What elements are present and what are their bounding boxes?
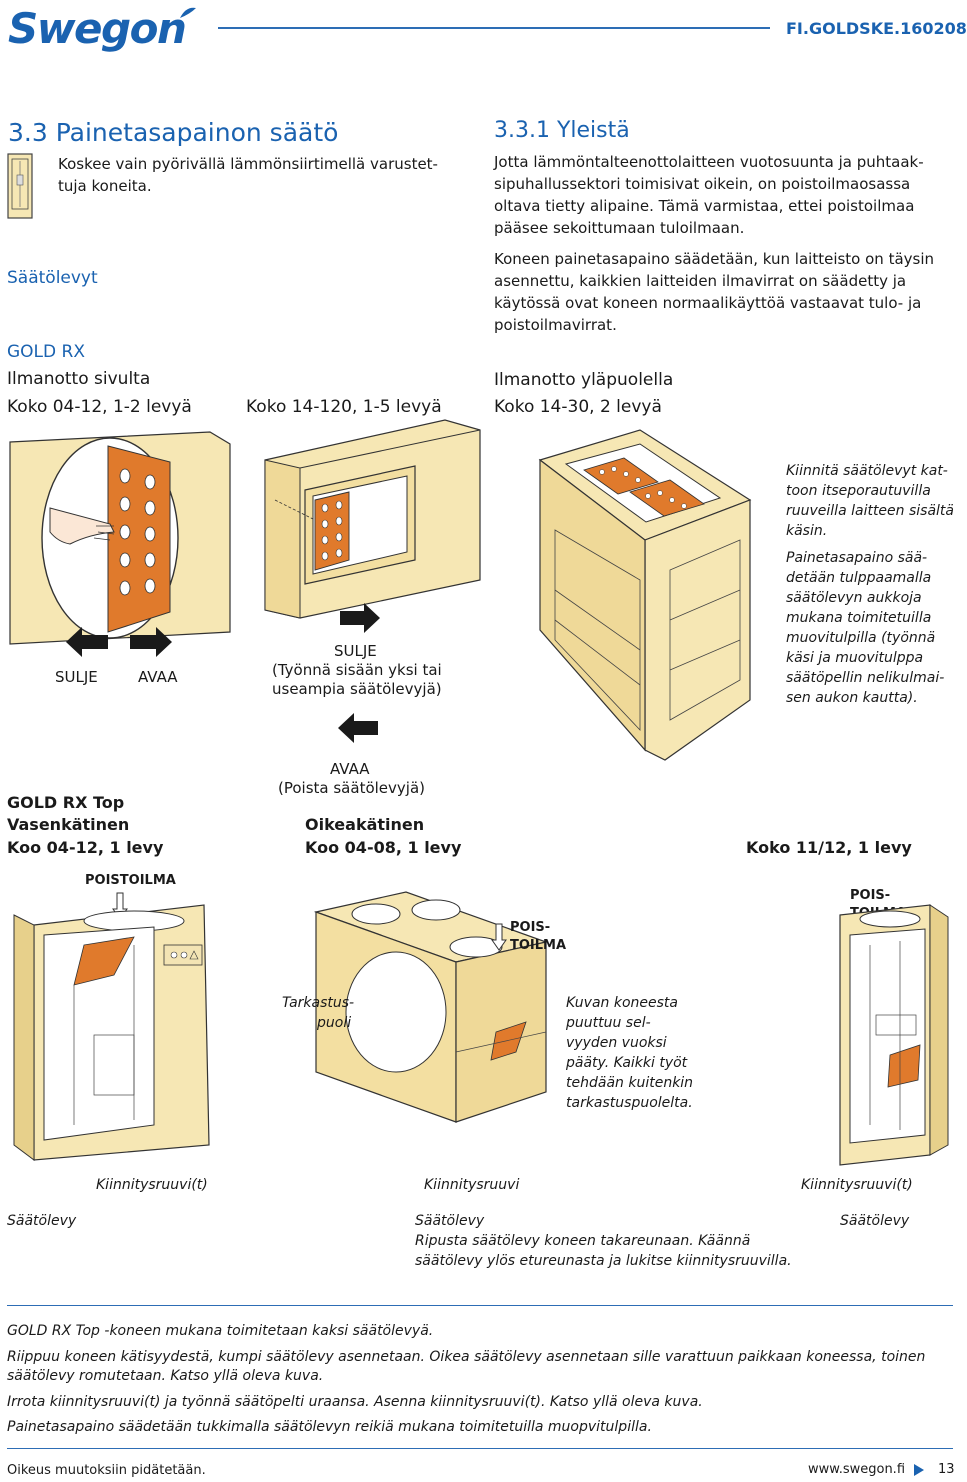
figure-gold-rx-top-left — [13, 904, 210, 1161]
para2-line2: asennettu, kaikkien laitteiden ilmavirra… — [494, 272, 907, 290]
koko-14-30-label: Koko 14-30, 2 levyä — [494, 397, 662, 417]
ilmanotto-ylapuolella-label: Ilmanotto yläpuolella — [494, 370, 674, 390]
right-note2-line1: Painetasapaino sää- — [786, 550, 928, 566]
avaa2-desc: (Poista säätölevyjä) — [278, 779, 425, 797]
kiinnitysruuvi-mid-label: Kiinnitysruuvi — [424, 1177, 520, 1193]
gold-rx-heading: GOLD RX — [7, 342, 85, 362]
kiinnitysruuvit-right-label: Kiinnitysruuvi(t) — [801, 1177, 913, 1193]
brand-logo: Swegon — [8, 4, 198, 54]
sulje2-desc1: (Työnnä sisään yksi tai — [272, 661, 442, 679]
sulje2-desc2: useampia säätölevyjä) — [272, 680, 442, 698]
right-note2-line2: detään tulppaamalla — [786, 570, 932, 586]
bottom-note-3: säätölevy romutetaan. Katso yllä oleva k… — [7, 1368, 324, 1384]
mid-instruction-line2: säätölevy ylös etureunasta ja lukitse ki… — [415, 1253, 792, 1269]
kuvan-note-line6: tarkastuspuolelta. — [566, 1095, 693, 1111]
para1-line4: pääsee sekoittumaan tuloilmaan. — [494, 219, 745, 237]
avaa-label: AVAA — [138, 668, 178, 686]
right-note2-line3: säätölevyn aukkoja — [786, 590, 922, 606]
bottom-note-5: Painetasapaino säädetään tukkimalla säät… — [7, 1419, 652, 1435]
kuvan-note-line5: tehdään kuitenkin — [566, 1075, 694, 1091]
kuvan-note-line1: Kuvan koneesta — [566, 995, 678, 1011]
figure-gold-rx-top-right — [839, 904, 949, 1166]
kuvan-note-line4: pääty. Kaikki työt — [566, 1055, 688, 1071]
header-rule — [218, 27, 770, 29]
brand-logo-text: Swegon — [8, 4, 187, 53]
right-note2-line4: mukana toimitetuilla — [786, 610, 932, 626]
fig2-left-title2: Vasenkätinen — [7, 815, 130, 834]
right-note2-line6: käsi ja muovitulppa — [786, 650, 924, 666]
poistoilma-label: POISTOILMA — [85, 873, 176, 888]
page-chevron-icon — [914, 1464, 924, 1476]
para2-line4: poistoilmavirrat. — [494, 316, 617, 334]
koko-14-120-label: Koko 14-120, 1-5 levyä — [246, 397, 442, 417]
right-note1-line3: ruuveilla laitteen sisältä — [786, 503, 954, 519]
figure-gold-rx-top-mid — [313, 891, 549, 1123]
section-note-line2: tuja koneita. — [58, 177, 152, 195]
pois-b-label: POIS- — [850, 888, 891, 903]
para1-line3: oltava tietty alipaine. Tämä varmistaa, … — [494, 197, 915, 215]
koko-04-12-label: Koko 04-12, 1-2 levyä — [7, 397, 192, 417]
bottom-note-1: GOLD RX Top -koneen mukana toimitetaan k… — [7, 1323, 434, 1339]
kuvan-note-line2: puuttuu sel- — [566, 1015, 651, 1031]
arrow-right-icon — [340, 603, 380, 633]
doc-code: FI.GOLDSKE.160208 — [786, 19, 967, 38]
fig2-left-title3: Koo 04-12, 1 levy — [7, 838, 164, 857]
mid-instruction-line1: Ripusta säätölevy koneen takareunaan. Kä… — [415, 1233, 751, 1249]
bottom-note-4: Irrota kiinnitysruuvi(t) ja työnnä säätö… — [7, 1394, 703, 1410]
footer-rights: Oikeus muutoksiin pidätetään. — [7, 1463, 206, 1478]
sulje2-label: SULJE — [334, 642, 377, 660]
bottom-note-2: Riippuu koneen kätisyydestä, kumpi säätö… — [7, 1349, 926, 1365]
sulje-label: SULJE — [55, 668, 98, 686]
para2-line1: Koneen painetasapaino säädetään, kun lai… — [494, 250, 935, 268]
section-title: 3.3 Painetasapainon säätö — [8, 118, 339, 147]
kuvan-note-line3: vyyden vuoksi — [566, 1035, 667, 1051]
arrow-left-icon — [66, 627, 108, 657]
saatolevyt-heading: Säätölevyt — [7, 268, 98, 288]
pois-a-label: POIS- — [510, 920, 551, 935]
notes-bottom-rule — [7, 1448, 953, 1449]
toilma-a-label: TOILMA — [510, 938, 567, 953]
saatolevy-mid-label: Säätölevy — [415, 1213, 485, 1229]
section-note-line1: Koskee vain pyörivällä lämmönsiirtimellä… — [58, 155, 438, 173]
notes-top-rule — [7, 1305, 953, 1306]
fig2-mid-title1: Oikeakätinen — [305, 815, 425, 834]
arrow-left-icon — [338, 713, 378, 743]
fig2-left-title1: GOLD RX Top — [7, 793, 125, 812]
figure-side-intake-small — [9, 431, 231, 645]
right-note2-line8: sen aukon kautta). — [786, 690, 918, 706]
footer-url[interactable]: www.swegon.fi — [808, 1462, 906, 1477]
para1-line2: sipuhallussektori toimisivat oikein, on … — [494, 175, 911, 193]
figure-side-intake-large — [264, 419, 481, 619]
arrow-right-icon — [130, 627, 172, 657]
para1-line1: Jotta lämmöntalteenottolaitteen vuotosuu… — [494, 153, 924, 171]
tarkastus-label1: Tarkastus- — [282, 995, 355, 1011]
callout-arrow-icon — [491, 923, 507, 951]
page-number: 13 — [938, 1462, 955, 1477]
logo-leaf-icon — [180, 7, 196, 18]
fig2-right-title: Koko 11/12, 1 levy — [746, 838, 912, 857]
figure-top-intake — [538, 429, 752, 761]
right-note1-line1: Kiinnitä säätölevyt kat- — [786, 463, 948, 479]
unit-icon — [7, 153, 33, 219]
right-note1-line2: toon itseporautuvilla — [786, 483, 931, 499]
ilmanotto-sivulta-label: Ilmanotto sivulta — [7, 369, 151, 389]
right-note2-line5: muovitulpilla (työnnä — [786, 630, 936, 646]
tarkastus-label2: puoli — [317, 1015, 352, 1031]
saatolevy-right-label: Säätölevy — [840, 1213, 910, 1229]
right-note1-line4: käsin. — [786, 523, 828, 539]
kiinnitysruuvit-left-label: Kiinnitysruuvi(t) — [96, 1177, 208, 1193]
avaa2-label: AVAA — [330, 760, 370, 778]
subsection-title: 3.3.1 Yleistä — [494, 118, 630, 143]
saatolevy-left-label: Säätölevy — [7, 1213, 77, 1229]
right-note2-line7: säätöpellin nelikulmai- — [786, 670, 945, 686]
fig2-mid-title2: Koo 04-08, 1 levy — [305, 838, 462, 857]
para2-line3: käytössä ovat koneen normaalikäyttöä vas… — [494, 294, 922, 312]
